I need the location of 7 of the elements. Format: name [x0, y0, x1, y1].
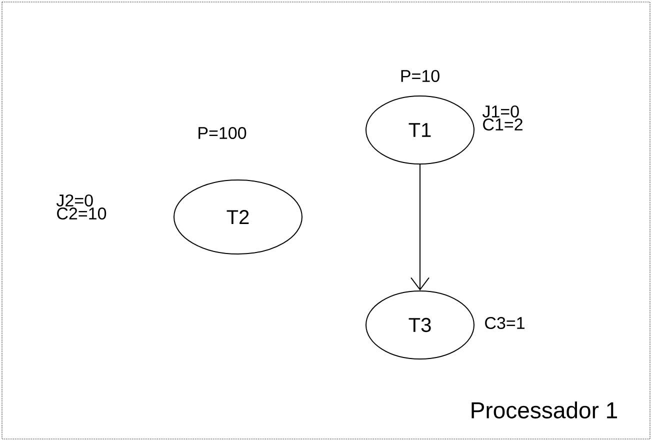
processor-label: Processador 1 — [472, 402, 617, 418]
task-parameter: P=10 — [401, 70, 440, 82]
task-parameter: J1=0 C1=2 — [482, 105, 522, 131]
task-parameter: P=100 — [198, 126, 246, 140]
task-parameter: C3=1 — [485, 316, 524, 330]
arrow — [410, 164, 430, 290]
task-parameter: J2=0 C2=10 — [56, 194, 106, 220]
